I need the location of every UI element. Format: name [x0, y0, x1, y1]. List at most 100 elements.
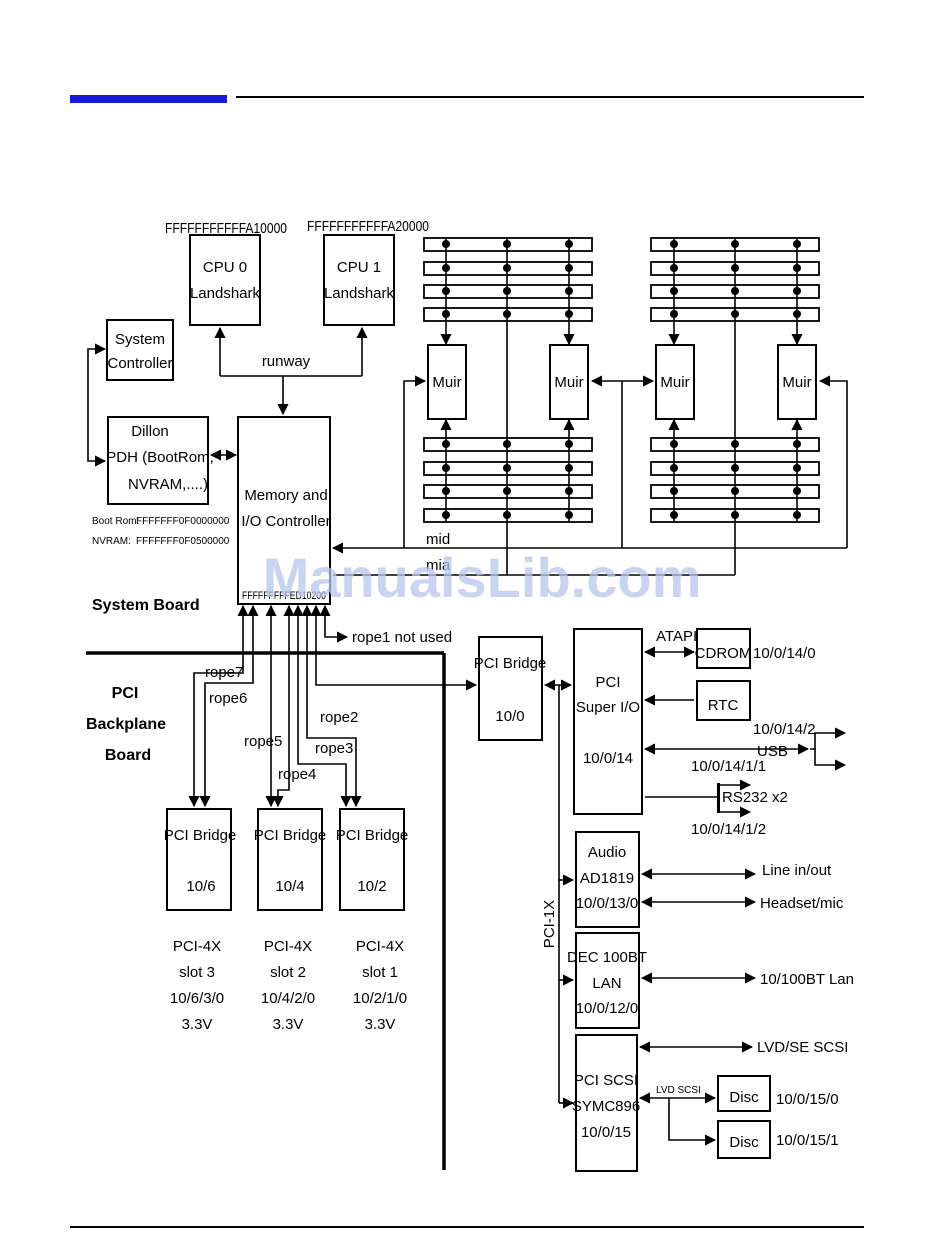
- pci-1x-bus: [543, 679, 575, 1109]
- main-pci-bridge-title: PCI Bridge: [474, 655, 547, 672]
- watermark: ManualsLib.com: [263, 546, 702, 609]
- scsi-box: [575, 1034, 638, 1172]
- cpu0-address: FFFFFFFFFFFA10000: [165, 220, 287, 237]
- scsi-line3: 10/0/15: [581, 1124, 631, 1141]
- lvd-se-label: LVD/SE SCSI: [757, 1039, 848, 1056]
- header-rule: [236, 96, 864, 98]
- mid-label: mid: [426, 531, 450, 548]
- dillon-line2: PDH (BootRom,: [106, 449, 214, 466]
- slot1-path: 10/2/1/0: [353, 990, 407, 1007]
- rs232-label: RS232 x2: [722, 789, 788, 806]
- muir-box-1: [427, 344, 467, 420]
- rtc-label: RTC: [708, 697, 739, 714]
- rope1-label: rope1 not used: [352, 629, 452, 646]
- audio-line2: AD1819: [580, 870, 634, 887]
- system-board-label: System Board: [92, 597, 200, 614]
- disc2-label: Disc: [729, 1134, 759, 1151]
- memory-bank-bottom-left: [423, 437, 593, 523]
- muir-box-3: [655, 344, 695, 420]
- audio-line1: Audio: [588, 844, 626, 861]
- slot3-path: 10/6/3/0: [170, 990, 224, 1007]
- dillon-line3: NVRAM,....): [128, 476, 208, 493]
- cdrom-box: [696, 628, 751, 669]
- cpu1-subtitle: Landshark: [324, 285, 395, 302]
- muir-links: [331, 375, 848, 576]
- lvd-scsi-label: LVD SCSI: [656, 1085, 701, 1096]
- cpu1-box: [323, 234, 395, 326]
- pci-1x-label: PCI-1X: [541, 900, 558, 948]
- pci-backplane-line1: PCI: [112, 685, 139, 702]
- pci-bridge-slot3-box: [166, 808, 232, 911]
- disc1-path: 10/0/15/0: [776, 1091, 839, 1108]
- main-pci-bridge-path: 10/0: [495, 708, 524, 725]
- runway-bus: [214, 326, 368, 416]
- line-in-label: Line in/out: [762, 862, 832, 879]
- muir-label-1: Muir: [432, 374, 461, 391]
- audio-line3: 10/0/13/0: [576, 895, 639, 912]
- pci-bridge-slot3-path: 10/6: [186, 878, 215, 895]
- super-io-links: [643, 646, 847, 818]
- dillon-pdh-box: [107, 416, 209, 505]
- cdrom-label: CDROM: [695, 645, 752, 662]
- audio-box: [575, 831, 640, 928]
- main-pci-bridge-box: [478, 636, 543, 741]
- slot3-name: slot 3: [179, 964, 215, 981]
- lan-line1: DEC 100BT: [567, 949, 647, 966]
- pci-bridge-slot2-box: [257, 808, 323, 911]
- cpu1-address: FFFFFFFFFFFA20000: [307, 218, 429, 235]
- runway-label: runway: [262, 353, 311, 370]
- rope-lines: [188, 604, 478, 808]
- disc2-path: 10/0/15/1: [776, 1132, 839, 1149]
- pci-bridge-slot2-path: 10/4: [275, 878, 304, 895]
- slot2-name: slot 2: [270, 964, 306, 981]
- disc2-box: [717, 1120, 771, 1159]
- headset-label: Headset/mic: [760, 895, 844, 912]
- muir-label-2: Muir: [554, 374, 583, 391]
- super-io-line3: 10/0/14: [583, 750, 633, 767]
- pci-bridge-slot1-title: PCI Bridge: [336, 827, 409, 844]
- system-controller-line2: Controller: [107, 355, 172, 372]
- lan-line3: 10/0/12/0: [576, 1000, 639, 1017]
- cdrom-path: 10/0/14/0: [753, 645, 816, 662]
- muir-box-2: [549, 344, 589, 420]
- pci-backplane-line3: Board: [105, 747, 151, 764]
- dillon-line1: Dillon: [131, 423, 169, 440]
- mioc-address: FFFFFFFFFED10200: [242, 590, 326, 602]
- muir-box-4: [777, 344, 817, 420]
- bootrom-address: FFFFFFF0F0000000: [136, 516, 230, 527]
- rope6-label: rope6: [209, 690, 247, 707]
- lan-line2: LAN: [592, 975, 621, 992]
- mia-label: mia: [426, 557, 451, 574]
- pci-bridge-slot2-title: PCI Bridge: [254, 827, 327, 844]
- slot2-type: PCI-4X: [264, 938, 312, 955]
- super-io-box: [573, 628, 643, 815]
- slot2-path: 10/4/2/0: [261, 990, 315, 1007]
- cpu0-title: CPU 0: [203, 259, 247, 276]
- cpu0-subtitle: Landshark: [190, 285, 261, 302]
- slot1-name: slot 1: [362, 964, 398, 981]
- super-io-line1: PCI: [595, 674, 620, 691]
- audio-links: [640, 868, 757, 908]
- rs232-path2: 10/0/14/1/2: [691, 821, 766, 838]
- super-io-line2: Super I/O: [576, 699, 640, 716]
- pci-backplane-line2: Backplane: [86, 716, 166, 733]
- rtc-box: [696, 680, 751, 721]
- scsi-line2: SYMC896: [572, 1098, 640, 1115]
- rope2-label: rope2: [320, 709, 358, 726]
- memory-bank-top-left: [423, 237, 593, 322]
- usb-label: USB: [757, 743, 788, 760]
- rope3-label: rope3: [315, 740, 353, 757]
- memory-io-controller-box: [237, 416, 331, 605]
- atapi-label: ATAPI: [656, 628, 697, 645]
- scsi-line1: PCI SCSI: [574, 1072, 638, 1089]
- lan-box: [575, 932, 640, 1029]
- mioc-line1: Memory and: [244, 487, 327, 504]
- rope5-label: rope5: [244, 733, 282, 750]
- nvram-label: NVRAM:: [92, 536, 131, 547]
- slot1-voltage: 3.3V: [365, 1016, 396, 1033]
- mioc-line2: I/O Controller: [241, 513, 330, 530]
- cpu0-box: [189, 234, 261, 326]
- rs232-path1: 10/0/14/1/1: [691, 758, 766, 775]
- muir-label-4: Muir: [782, 374, 811, 391]
